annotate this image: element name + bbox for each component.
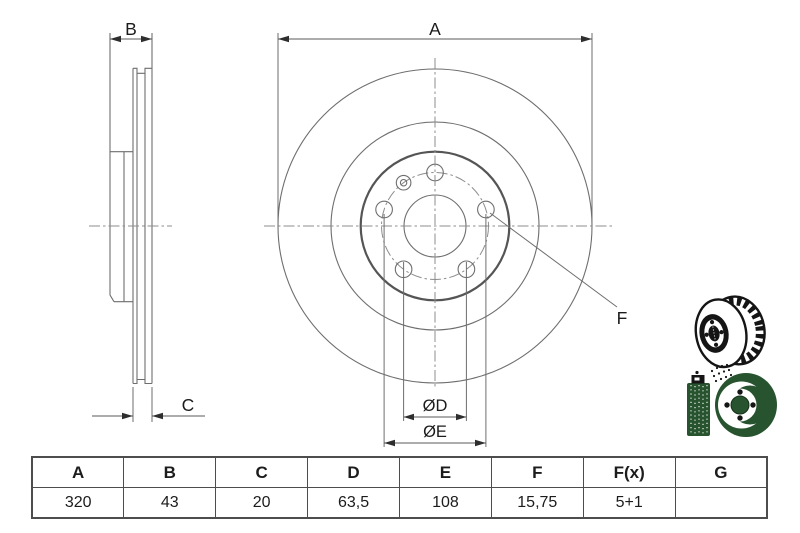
dimension-label-C: C (182, 395, 195, 415)
col-header-E: E (399, 456, 492, 488)
dimension-F: F (489, 212, 628, 328)
arrowhead-icon (581, 35, 592, 43)
arrowhead-icon (456, 413, 467, 421)
locating-pin-hole (395, 174, 412, 191)
value-D: 63,5 (307, 487, 400, 519)
dimension-A: A (277, 19, 593, 226)
dimension-label-B: B (125, 19, 137, 39)
col-header-B: B (123, 456, 217, 488)
dimension-B: B (110, 19, 152, 43)
value-B: 43 (123, 487, 217, 519)
spray-particles (710, 363, 733, 383)
front-view-disc (264, 58, 612, 388)
dimension-D: ØD (403, 262, 467, 421)
dimension-label-D: ØD (423, 397, 448, 415)
arrowhead-icon (152, 412, 163, 420)
table-value-row: 320 43 20 63,5 108 15,75 5+1 (31, 487, 768, 519)
arrowhead-icon (384, 439, 395, 447)
col-header-C: C (215, 456, 309, 488)
table-header-row: A B C D E F F(x) G (31, 456, 768, 488)
arrowhead-icon (122, 412, 133, 420)
dimension-E: ØE (383, 214, 487, 447)
col-header-A: A (31, 456, 125, 488)
dimension-C: C (92, 387, 205, 422)
arrowhead-icon (403, 413, 414, 421)
arrowhead-icon (141, 35, 152, 43)
value-A: 320 (31, 487, 125, 519)
col-header-Fx: F(x) (582, 456, 676, 488)
col-header-D: D (307, 456, 400, 488)
spray-can-icon (687, 370, 710, 436)
col-header-G: G (674, 456, 768, 488)
technical-drawing: B C (89, 19, 777, 447)
col-header-F: F (490, 456, 584, 488)
dimension-label-E: ØE (423, 423, 447, 441)
value-E: 108 (399, 487, 492, 519)
value-C: 20 (215, 487, 309, 519)
value-G (674, 487, 768, 519)
coated-brake-disc-spray-icon (687, 363, 777, 437)
arrowhead-icon (278, 35, 289, 43)
side-view-cross-section (109, 33, 153, 385)
dimension-spec-table: A B C D E F F(x) G 320 43 20 63,5 108 15… (31, 456, 768, 519)
dimension-label-F: F (617, 308, 628, 328)
value-F: 15,75 (490, 487, 584, 519)
vented-brake-disc-icon (694, 295, 766, 369)
arrowhead-icon (110, 35, 121, 43)
value-Fx: 5+1 (582, 487, 676, 519)
dimension-label-A: A (429, 19, 441, 39)
arrowhead-icon (475, 439, 486, 447)
